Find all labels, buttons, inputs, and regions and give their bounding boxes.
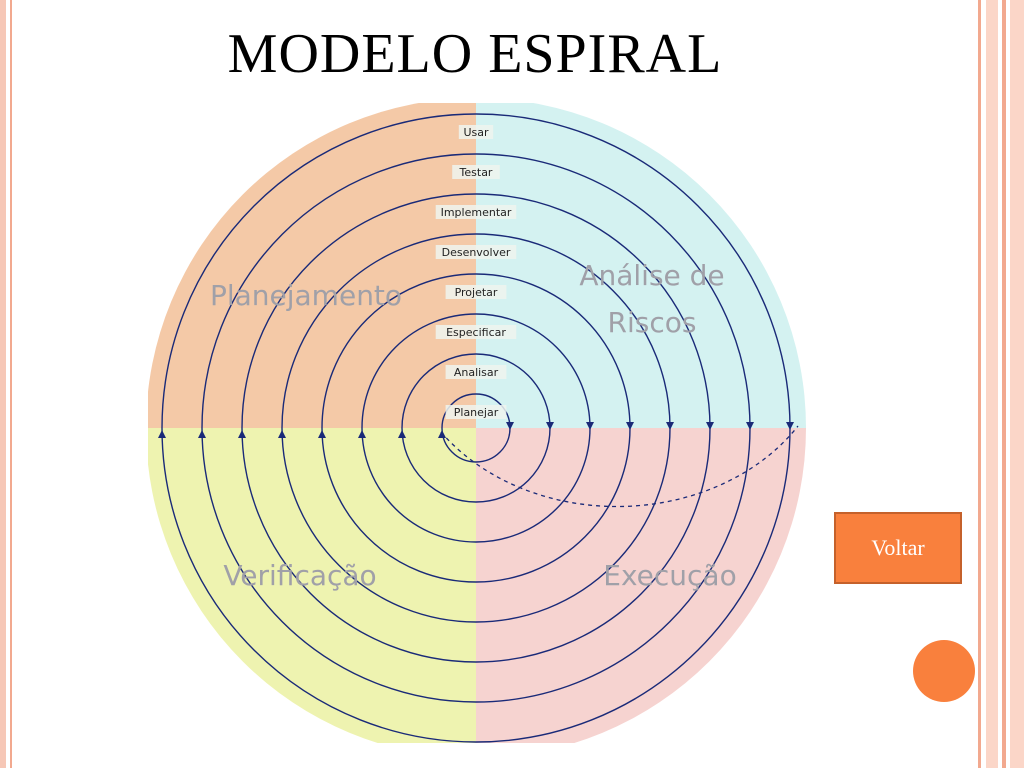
ring-arrow-up bbox=[198, 430, 206, 438]
ring-arrow-up bbox=[318, 430, 326, 438]
phase-label: Implementar bbox=[441, 206, 512, 219]
ring-arrows bbox=[158, 422, 794, 438]
page-title: MODELO ESPIRAL bbox=[227, 23, 723, 85]
phase-label-background bbox=[445, 365, 507, 379]
ring-arrow-up bbox=[358, 430, 366, 438]
phase-label: Planejar bbox=[454, 406, 499, 419]
ring-arrow-up bbox=[238, 430, 246, 438]
phase-label: Especificar bbox=[446, 326, 506, 339]
orange-circle-decoration bbox=[913, 640, 975, 702]
ring-arrow-down bbox=[546, 422, 554, 430]
phase-label: Desenvolver bbox=[442, 246, 511, 259]
ring-arrow-up bbox=[438, 430, 446, 438]
phase-label-background bbox=[445, 285, 507, 299]
phase-label: Testar bbox=[459, 166, 493, 179]
quadrant-label-planejamento: Planejamento bbox=[210, 279, 402, 312]
phase-label: Usar bbox=[463, 126, 489, 139]
ring-arrow-down bbox=[626, 422, 634, 430]
phase-label-background bbox=[435, 325, 517, 339]
right-border-decoration bbox=[978, 0, 1024, 768]
quadrant-label-verificacao: Verificação bbox=[223, 559, 376, 592]
dashed-spiral-path bbox=[440, 425, 799, 508]
phase-label-background bbox=[458, 125, 494, 139]
phase-labels: UsarTestarImplementarDesenvolverProjetar… bbox=[435, 125, 517, 419]
ring-arrow-down bbox=[706, 422, 714, 430]
voltar-button[interactable]: Voltar bbox=[834, 512, 962, 584]
quadrant-label-analise-2: Riscos bbox=[608, 306, 697, 339]
phase-label-background bbox=[452, 165, 500, 179]
ring-arrow-down bbox=[786, 422, 794, 430]
phase-label: Analisar bbox=[454, 366, 499, 379]
left-border-decoration bbox=[0, 0, 22, 768]
phase-label-background bbox=[445, 405, 507, 419]
ring-arrow-down bbox=[666, 422, 674, 430]
spiral-diagram: UsarTestarImplementarDesenvolverProjetar… bbox=[148, 103, 806, 743]
phase-label-background bbox=[435, 245, 517, 259]
ring-arrow-down bbox=[506, 422, 514, 430]
phase-label-background bbox=[435, 205, 517, 219]
quadrant-planejamento bbox=[148, 103, 476, 428]
ring-arrow-up bbox=[278, 430, 286, 438]
ring-arrow-up bbox=[398, 430, 406, 438]
ring-arrow-down bbox=[586, 422, 594, 430]
phase-label: Projetar bbox=[455, 286, 498, 299]
ring-arrow-down bbox=[746, 422, 754, 430]
quadrant-label-execucao: Execução bbox=[603, 559, 736, 592]
quadrant-label-analise-1: Análise de bbox=[579, 259, 724, 292]
ring-arrow-up bbox=[158, 430, 166, 438]
